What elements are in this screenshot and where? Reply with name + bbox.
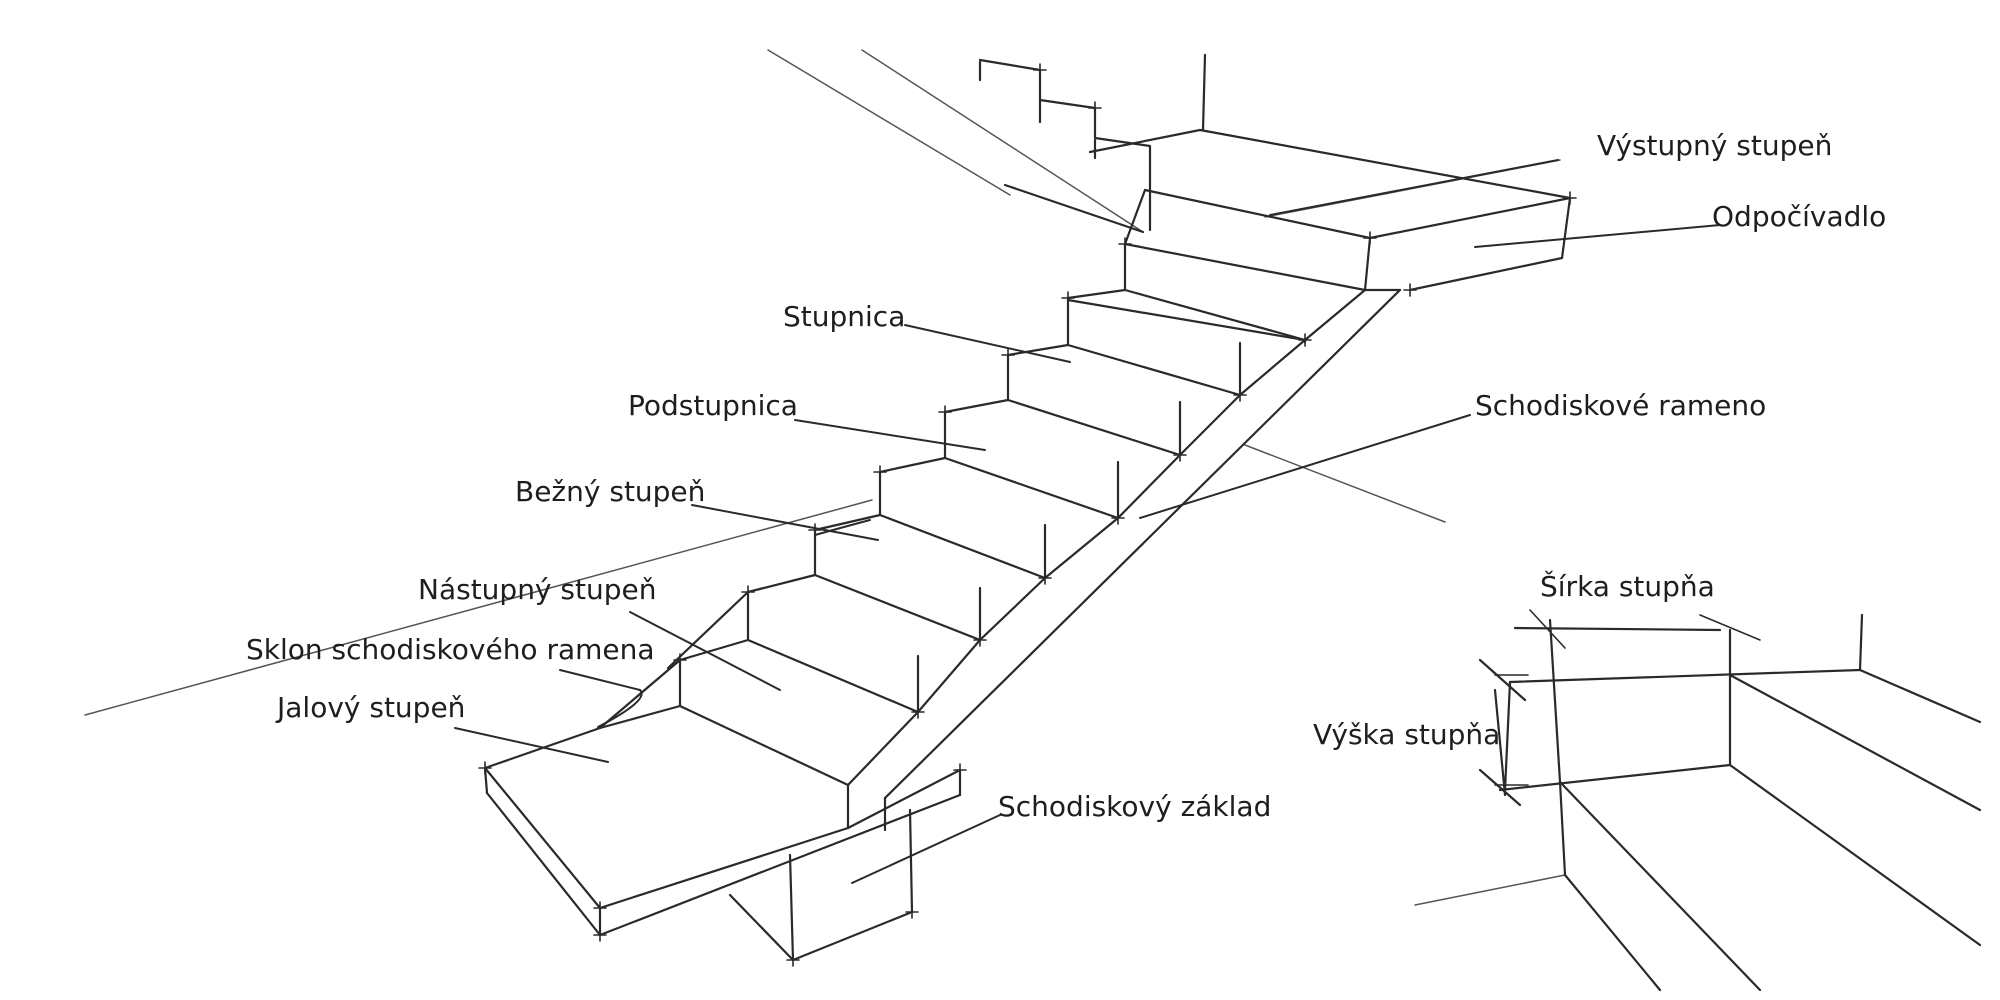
step-detail-sketch (1414, 609, 1982, 992)
landing (1123, 53, 1572, 292)
leader-lines (454, 159, 1721, 884)
leader-stupnica (904, 324, 1071, 363)
label-podstupnica: Podstupnica (628, 389, 798, 422)
sklon-angle-arc (597, 689, 643, 728)
label-stupnica: Stupnica (783, 300, 906, 333)
stringer (883, 288, 1402, 800)
label-jalovy-stupen: Jalový stupeň (277, 691, 466, 724)
label-vyska-stupna: Výška stupňa (1313, 718, 1501, 751)
corner-ticks (478, 63, 1577, 967)
label-schodiskove-rameno: Schodiskové rameno (1475, 389, 1767, 422)
leader-vystupny-stupen (1269, 159, 1559, 216)
label-schodiskovy-zaklad: Schodiskový základ (998, 790, 1272, 823)
leader-bezny-stupen (691, 504, 879, 541)
upper-flight (978, 58, 1202, 234)
leader-schodiskove-rameno (1139, 414, 1471, 519)
leader-jalovy-stupen (454, 727, 609, 763)
leader-nastupny-stupen (629, 611, 781, 691)
leader-podstupnica (794, 419, 986, 451)
label-odpocivadlo: Odpočívadlo (1712, 200, 1887, 233)
label-nastupny-stupen: Nástupný stupeň (418, 573, 657, 606)
leader-bezny-stupen-mark (814, 519, 871, 536)
leader-schodiskovy-zaklad (851, 814, 1001, 884)
label-vystupny-stupen: Výstupný stupeň (1597, 129, 1833, 162)
construction-lines (84, 49, 1561, 716)
leader-sklon (559, 669, 641, 691)
label-bezny-stupen: Bežný stupeň (515, 475, 706, 508)
bottom-slab (483, 766, 962, 937)
foundation (728, 808, 914, 962)
label-sklon-schodiskoveho-ramena: Sklon schodiskového ramena (246, 633, 655, 666)
label-sirka-stupna: Šírka stupňa (1540, 570, 1715, 603)
steps (483, 242, 1367, 830)
leader-odpocivadlo (1474, 224, 1721, 248)
